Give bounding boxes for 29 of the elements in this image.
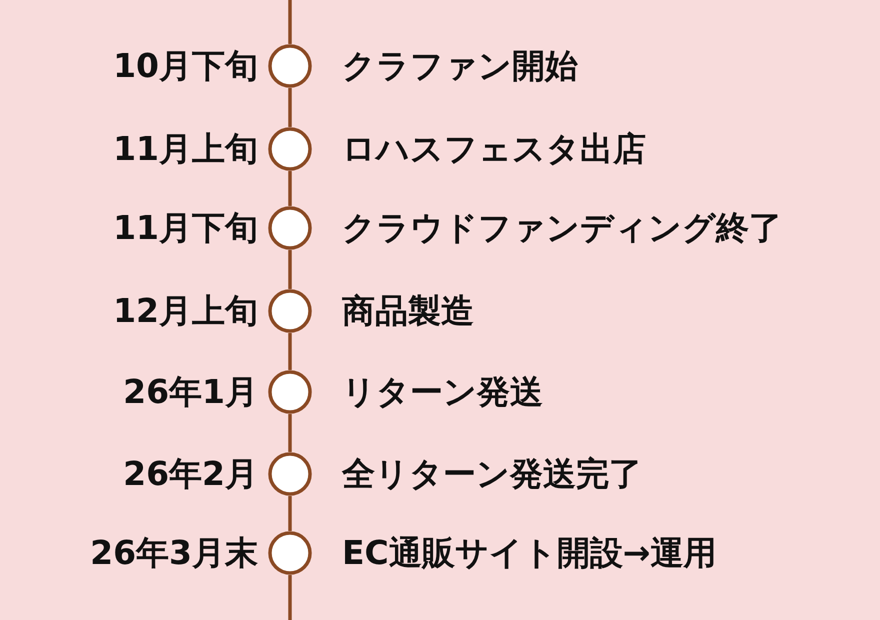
timeline-line bbox=[288, 333, 292, 370]
timeline-line bbox=[288, 496, 292, 531]
date-label: 26年2月 bbox=[123, 454, 258, 494]
timeline-line bbox=[288, 0, 292, 44]
date-label: 11月上旬 bbox=[113, 129, 258, 169]
timeline-line bbox=[288, 414, 292, 452]
timeline-circle bbox=[268, 531, 312, 575]
timeline-line bbox=[288, 88, 292, 127]
date-label: 11月下旬 bbox=[113, 208, 258, 248]
timeline-circle bbox=[268, 206, 312, 250]
timeline-circle bbox=[268, 289, 312, 333]
timeline-circle bbox=[268, 452, 312, 496]
date-label: 26年3月末 bbox=[90, 533, 258, 573]
timeline-circle bbox=[268, 370, 312, 414]
date-label: 26年1月 bbox=[123, 372, 258, 412]
event-label: EC通販サイト開設→運用 bbox=[342, 533, 716, 573]
timeline-circle bbox=[268, 44, 312, 88]
date-label: 10月下旬 bbox=[113, 46, 258, 86]
event-label: リターン発送 bbox=[342, 372, 543, 412]
timeline-line bbox=[288, 575, 292, 620]
event-label: クラファン開始 bbox=[342, 46, 578, 86]
event-label: クラウドファンディング終了 bbox=[342, 208, 782, 248]
event-label: 商品製造 bbox=[342, 291, 474, 331]
event-label: ロハスフェスタ出店 bbox=[342, 129, 646, 169]
timeline-line bbox=[288, 250, 292, 289]
timeline-circle bbox=[268, 127, 312, 171]
timeline-line bbox=[288, 171, 292, 206]
date-label: 12月上旬 bbox=[113, 291, 258, 331]
event-label: 全リターン発送完了 bbox=[342, 454, 642, 494]
